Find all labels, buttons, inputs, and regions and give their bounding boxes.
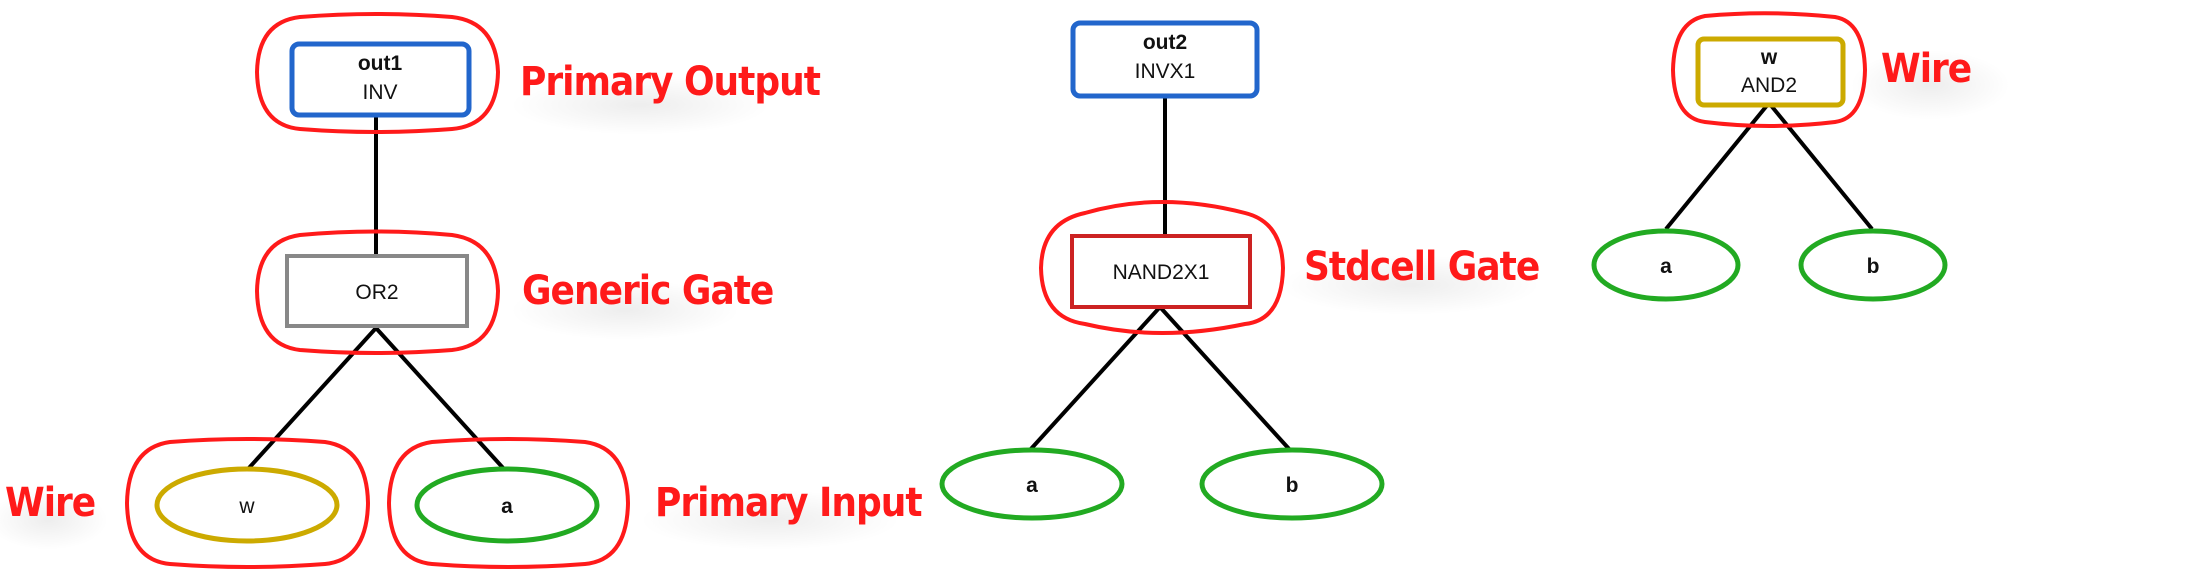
leaf-a[interactable] <box>1591 228 1741 302</box>
edge-nand-a <box>1028 305 1162 452</box>
leaf-b-label: b <box>1867 255 1880 278</box>
leaf-a[interactable] <box>414 466 600 544</box>
annotation-wire-right: Wire <box>1881 46 1971 92</box>
leaf-b-label: b <box>1286 474 1299 497</box>
label-shadow <box>1280 255 1540 315</box>
node-w-and2[interactable] <box>1695 36 1846 108</box>
node-w-name: w <box>1760 46 1778 69</box>
leaf-a-label: a <box>1026 474 1038 497</box>
node-out2-name: out2 <box>1143 31 1187 54</box>
tree-3: w AND2 a b Wire <box>1591 11 2010 302</box>
leaf-a-label: a <box>1660 255 1672 278</box>
leaf-b[interactable] <box>1798 228 1948 302</box>
leaf-w[interactable] <box>154 466 340 544</box>
leaf-b[interactable] <box>1199 447 1385 521</box>
node-out1-name: out1 <box>358 52 403 75</box>
highlight-loop-or2 <box>254 229 501 355</box>
node-out2[interactable] <box>1070 20 1260 99</box>
annotation-generic-gate: Generic Gate <box>522 268 773 314</box>
highlight-loop-w <box>124 437 371 569</box>
node-out1[interactable] <box>289 41 472 118</box>
node-w-gate: AND2 <box>1741 74 1797 97</box>
highlight-loop-a <box>386 437 631 569</box>
node-nand2x1-gate: NAND2X1 <box>1113 261 1210 284</box>
annotation-primary-output: Primary Output <box>520 59 821 105</box>
highlight-loop-w-and2 <box>1670 11 1868 128</box>
highlight-loop-nand2x1 <box>1038 200 1286 335</box>
node-or2-gate: OR2 <box>355 281 398 304</box>
label-shadow <box>640 490 900 550</box>
label-shadow <box>0 490 108 550</box>
tree-1: out1 INV OR2 w a Primary Output Generic … <box>0 12 923 569</box>
node-out2-gate: INVX1 <box>1135 60 1196 83</box>
annotation-stdcell-gate: Stdcell Gate <box>1304 244 1539 290</box>
node-or2[interactable] <box>285 254 469 328</box>
label-shadow <box>1850 50 2010 120</box>
tree-2: out2 INVX1 NAND2X1 a b Stdcell Gate <box>939 20 1540 521</box>
annotation-wire-left: Wire <box>5 480 95 526</box>
node-nand2x1[interactable] <box>1070 234 1252 309</box>
leaf-a[interactable] <box>939 447 1125 521</box>
highlight-loop-out1 <box>254 12 501 134</box>
leaf-w-label: w <box>238 495 255 518</box>
node-out1-gate: INV <box>362 81 397 104</box>
label-shadow <box>510 280 740 340</box>
label-shadow <box>510 75 770 135</box>
leaf-a-label: a <box>501 495 513 518</box>
annotation-primary-input: Primary Input <box>655 480 922 526</box>
